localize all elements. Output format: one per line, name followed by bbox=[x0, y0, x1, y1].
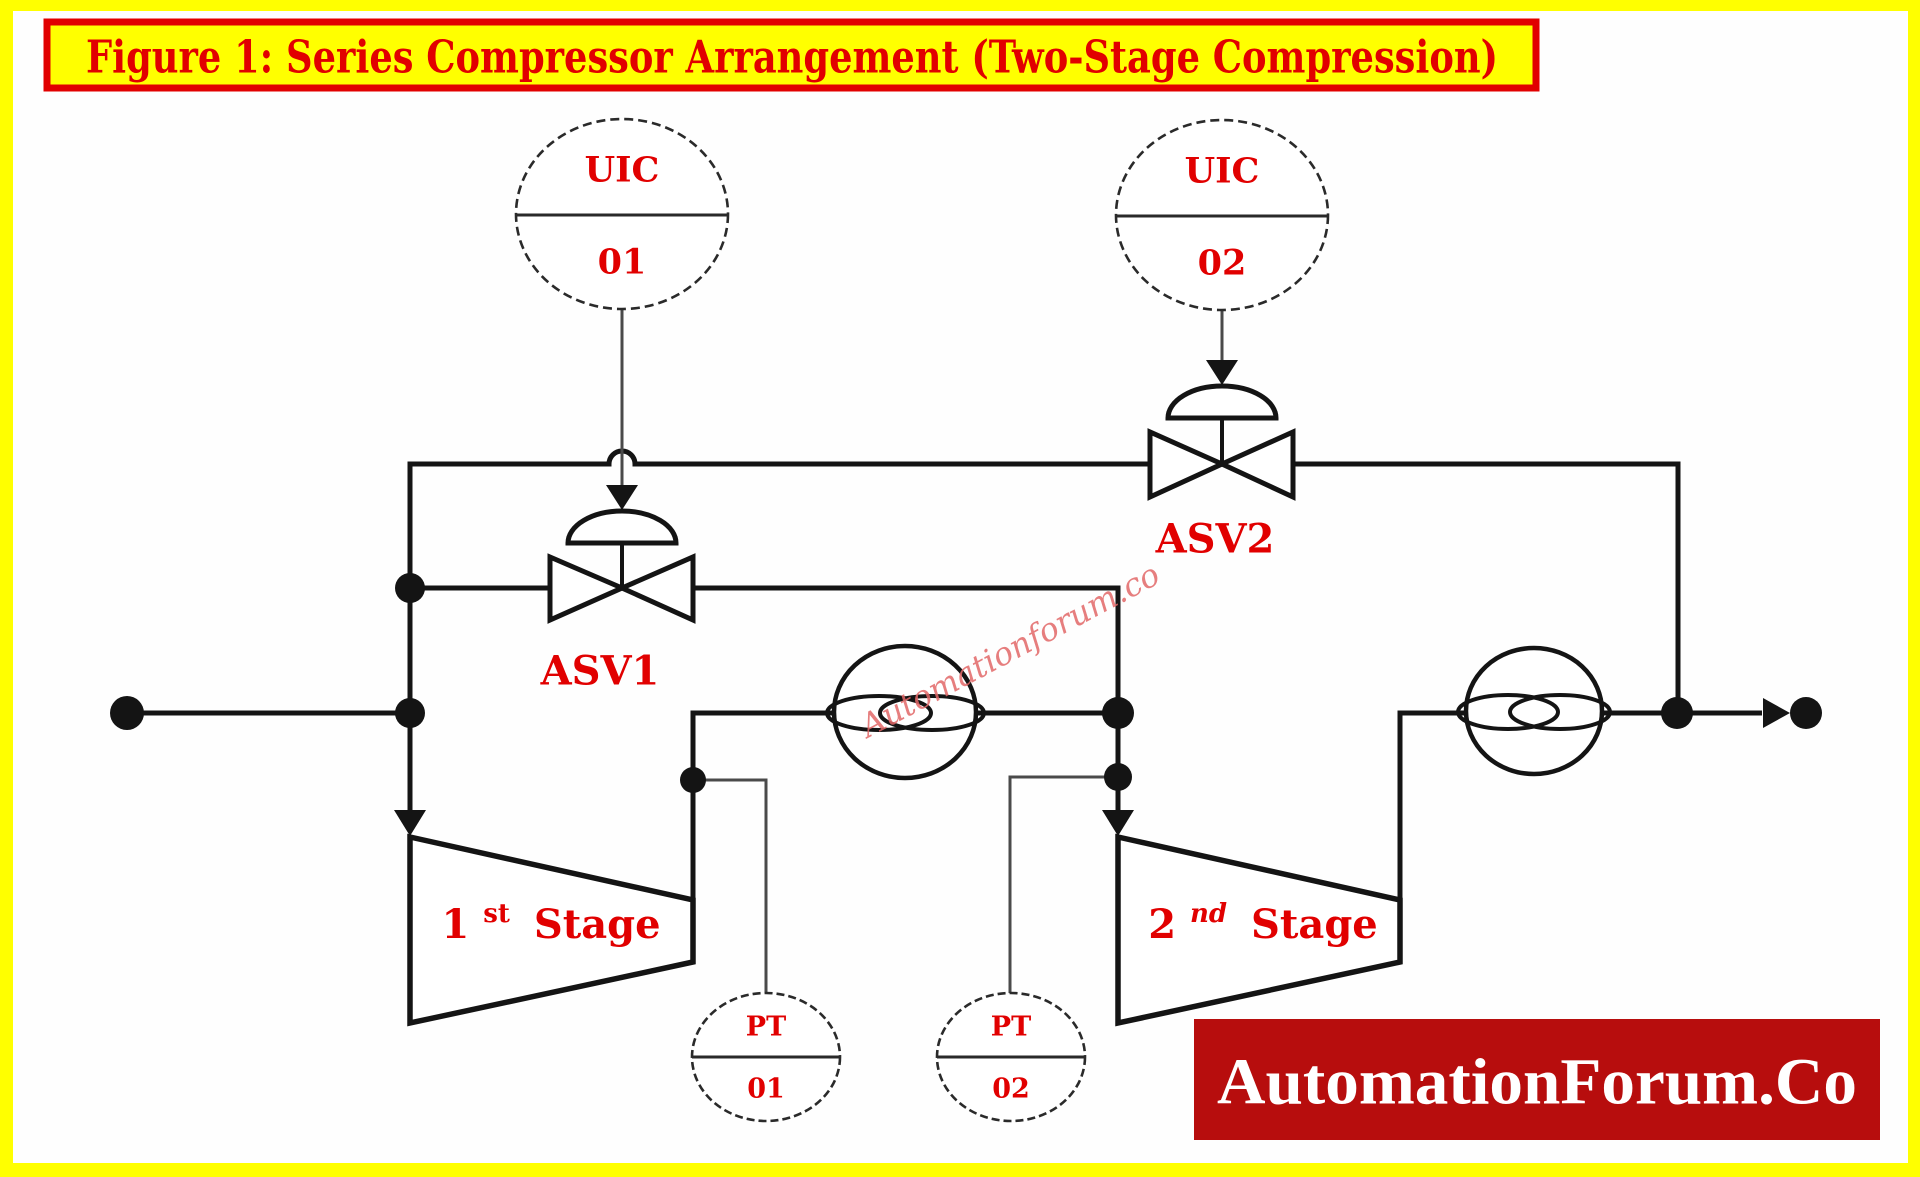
asv1-branch-node-dot bbox=[395, 573, 425, 603]
brand-logo: AutomationForum.Co bbox=[1194, 1019, 1880, 1140]
pt2-tag-label: PT bbox=[991, 1012, 1031, 1043]
stage1-label-base: 1 bbox=[441, 901, 469, 948]
uic2-signal-arrow-icon bbox=[1206, 360, 1238, 385]
stage2-label-sup: nd bbox=[1190, 899, 1227, 929]
stage2-label: 2 nd Stage bbox=[1148, 885, 1378, 948]
asv2-label: ASV2 bbox=[1155, 516, 1275, 563]
stage2-discharge-line bbox=[1397, 710, 1762, 900]
inlet-node-dot bbox=[110, 696, 144, 730]
cooler1-icon bbox=[825, 643, 986, 781]
asv1-valve-icon bbox=[547, 508, 696, 624]
pt2-instrument-bubble: PT 02 bbox=[935, 991, 1087, 1123]
figure-title: Figure 1: Series Compressor Arrangement … bbox=[86, 31, 1498, 84]
cooler2-icon bbox=[1456, 645, 1612, 777]
uic2-tag-label: UIC bbox=[1185, 151, 1260, 192]
uic1-tag-label: UIC bbox=[585, 150, 660, 191]
stage1-label-sup: st bbox=[483, 899, 510, 929]
pt1-tap-line bbox=[693, 778, 768, 994]
stage2-label-base: 2 bbox=[1148, 901, 1176, 948]
title-banner bbox=[43, 18, 1540, 92]
outlet-arrow-icon bbox=[1763, 698, 1790, 728]
asv2-valve-icon bbox=[1147, 383, 1296, 501]
pt1-tag-label: PT bbox=[746, 1012, 786, 1043]
uic2-instrument-bubble: UIC 02 bbox=[1114, 118, 1330, 312]
brand-logo-text: AutomationForum.Co bbox=[1217, 1046, 1857, 1119]
uic1-instrument-bubble: UIC 01 bbox=[514, 117, 730, 311]
asv1-label: ASV1 bbox=[540, 648, 660, 695]
pt2-number-label: 02 bbox=[992, 1074, 1030, 1105]
compressor-stage2-body bbox=[1115, 833, 1403, 1027]
compressor-stage1-body bbox=[407, 833, 696, 1027]
recycle-return-node-dot bbox=[1661, 697, 1693, 729]
outlet-node-dot bbox=[1790, 697, 1822, 729]
stage1-label: 1 st Stage bbox=[441, 885, 660, 948]
pt2-tap-node-dot bbox=[1104, 763, 1132, 791]
stage1-label-rest: Stage bbox=[534, 901, 661, 948]
uic2-number-label: 02 bbox=[1198, 243, 1247, 284]
pt2-tap-line bbox=[1008, 775, 1118, 994]
pt1-tap-node-dot bbox=[680, 767, 706, 793]
stage2-inlet-arrow-icon bbox=[1102, 810, 1134, 836]
interstage-node-dot bbox=[1102, 697, 1134, 729]
uic1-number-label: 01 bbox=[598, 242, 647, 283]
stage1-inlet-arrow-icon bbox=[394, 810, 426, 836]
stage2-label-rest: Stage bbox=[1251, 901, 1378, 948]
pt1-instrument-bubble: PT 01 bbox=[690, 991, 842, 1123]
uic1-signal-arrow-icon bbox=[606, 485, 638, 510]
suction-node-dot bbox=[395, 698, 425, 728]
pt1-number-label: 01 bbox=[747, 1074, 785, 1105]
